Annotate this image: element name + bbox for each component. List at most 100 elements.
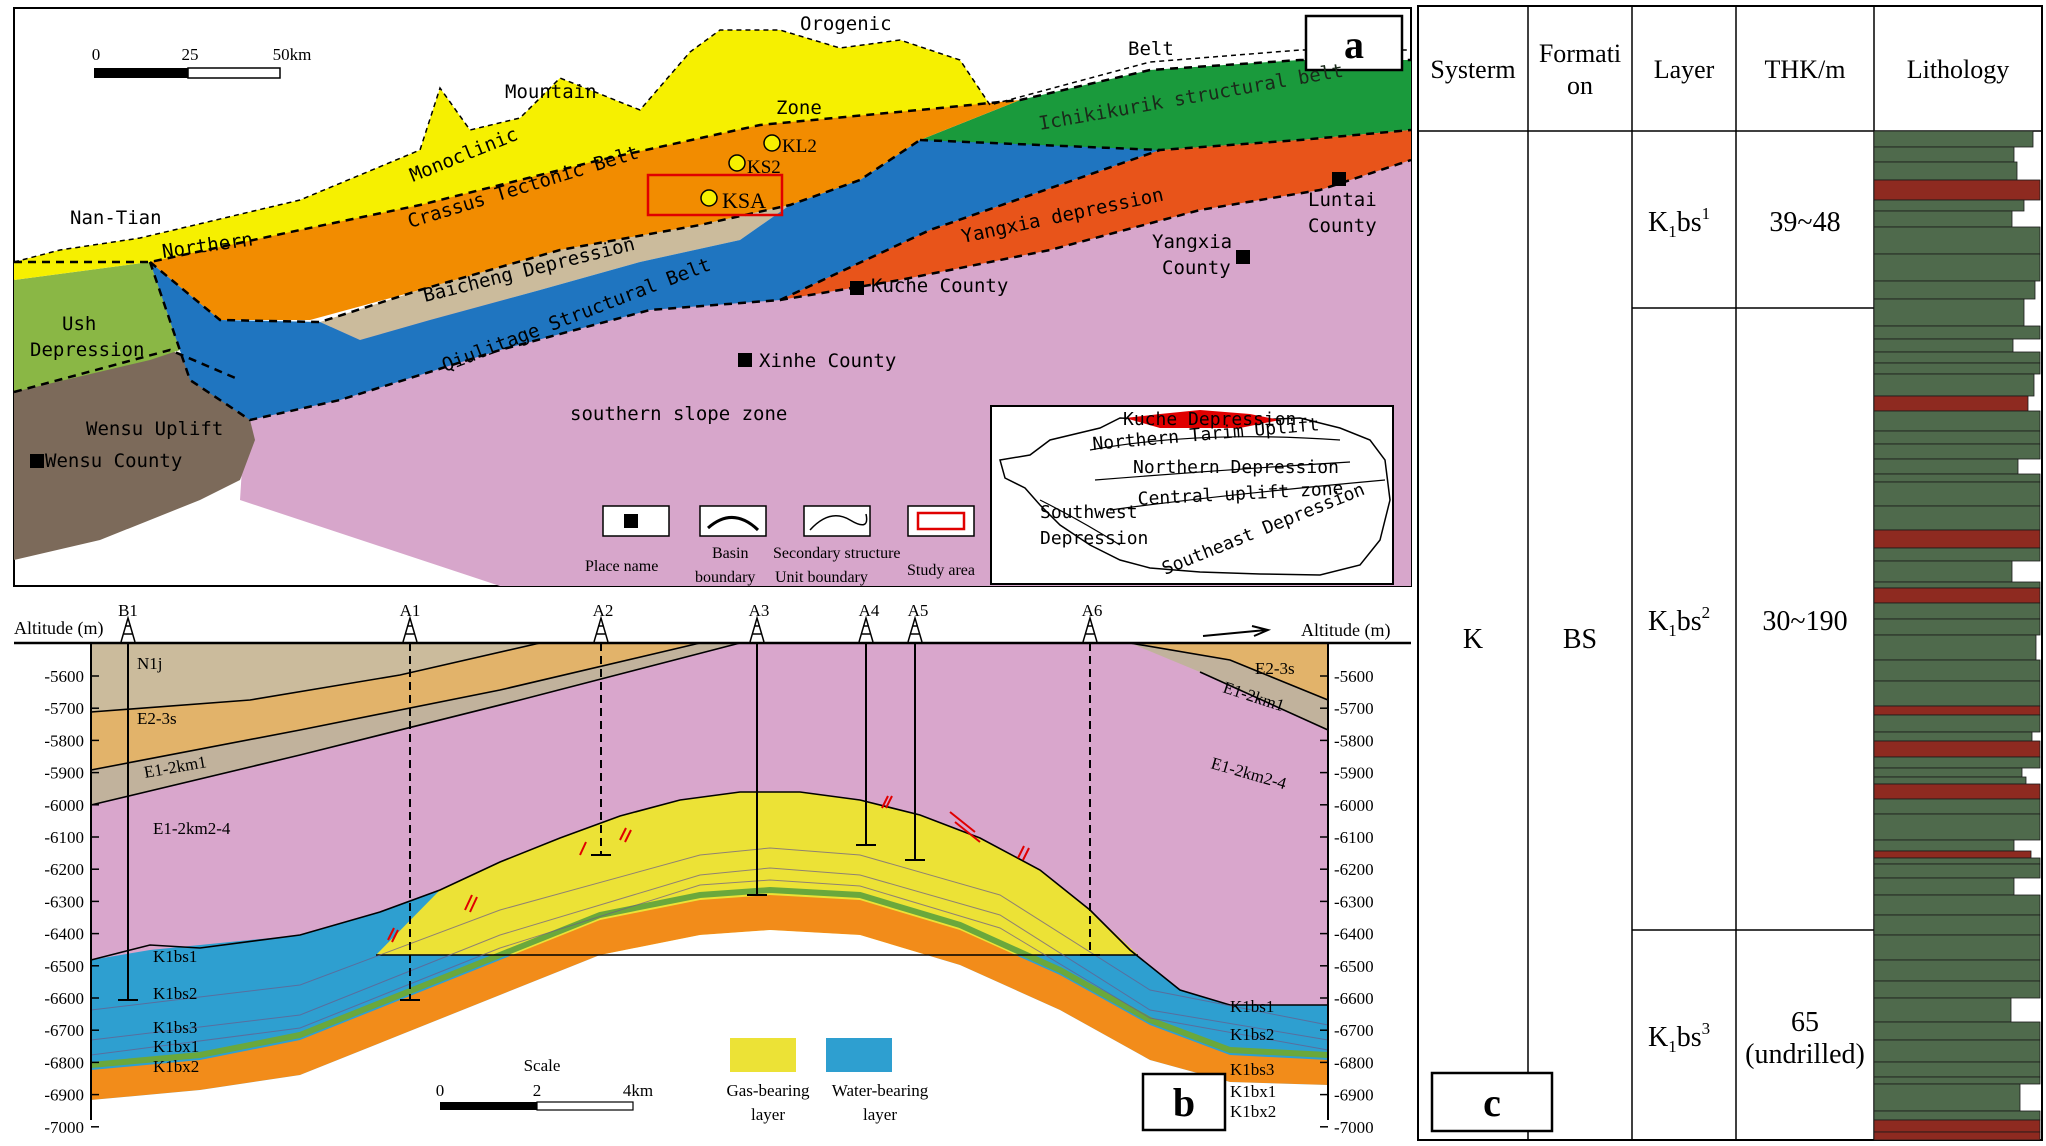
legend-basin-1: Basin: [712, 545, 748, 562]
section-wells: [118, 643, 1100, 1001]
lithology-bed-green: [1873, 280, 2036, 300]
well-label-b1: B1: [118, 601, 138, 620]
wensu-marker: [30, 454, 44, 468]
label-depression: Depression: [30, 339, 144, 361]
yangxia-depression-region: [780, 130, 1411, 300]
lithology-bed-green: [1873, 839, 2015, 852]
header-thk: THK/m: [1765, 55, 1846, 84]
lithology-bed-green: [1873, 373, 2035, 397]
thk-note-3: (undrilled): [1745, 1039, 1865, 1070]
y-tick-right: -6000: [1334, 796, 1374, 815]
well-ks2-marker: [728, 154, 746, 172]
lithology-bed-red: [1873, 740, 2041, 758]
y-tick-right: -5700: [1334, 699, 1374, 718]
map-legend: Place name Basin boundary Secondary stru…: [585, 505, 975, 586]
well-label-a1: A1: [400, 601, 421, 620]
lithology-bed-green: [1873, 253, 2041, 282]
lithology-bed-green: [1873, 634, 2037, 661]
label-belt: Belt: [1128, 38, 1174, 60]
column-thk-values: 39~48 30~190 65 (undrilled): [1745, 207, 1865, 1070]
y-tick-right: -5600: [1334, 667, 1374, 686]
section-panel: B1 A1 A2 A3 A4 A5 A6 Altitude (m) Altitu…: [14, 601, 1411, 1137]
unit-k1bs3-left: K1bs3: [153, 1018, 197, 1037]
lithology-bed-green: [1873, 1061, 2041, 1078]
ichikikurik-region: [920, 60, 1411, 170]
lithology-bed-green: [1873, 714, 2041, 733]
place-wensu: Wensu County: [45, 450, 182, 472]
baicheng-region: [320, 205, 790, 340]
lithology-bed-green: [1873, 798, 2041, 815]
lithology-bed-red: [1873, 850, 2032, 859]
inset-label-northern-depression: Northern Depression: [1133, 457, 1339, 478]
y-tick-left: -6000: [44, 796, 84, 815]
xinhe-marker: [738, 353, 752, 367]
lithology-column: [1873, 130, 2041, 1141]
scale-tick-50: 50km: [273, 45, 312, 64]
unit-e2-3s-right: E2-3s: [1255, 659, 1295, 678]
well-ksa-label: KSA: [722, 188, 766, 213]
unit-k1bx2-right: K1bx2: [1230, 1102, 1276, 1121]
lithology-bed-green: [1873, 857, 2041, 865]
column-panel: Systerm Formati on Layer THK/m Lithology…: [1417, 5, 2043, 1141]
column-layer-names: K1bs1 K1bs2 K1bs3: [1648, 204, 1710, 1056]
y-tick-left: -6400: [44, 925, 84, 944]
lithology-bed-red: [1873, 1119, 2041, 1133]
lithology-bed-red: [1873, 395, 2029, 412]
lithology-bed-green: [1873, 298, 2025, 327]
scale-tick-0: 0: [92, 45, 101, 64]
well-kl2-marker: [763, 134, 781, 152]
label-nan-tian: Nan-Tian: [70, 207, 162, 229]
lithology-bed-green: [1873, 1076, 2041, 1085]
y-tick-left: -5800: [44, 731, 84, 750]
mountain-region: [14, 30, 990, 280]
section-scale-0: 0: [436, 1081, 445, 1100]
y-tick-left: -5700: [44, 699, 84, 718]
column-formation-value: BS: [1563, 624, 1597, 655]
label-orogenic: Orogenic: [800, 13, 892, 35]
section-e2-3s-left: [91, 643, 700, 770]
inset-label-southwest-1: Southwest: [1040, 502, 1138, 523]
y-tick-right: -5800: [1334, 731, 1374, 750]
y-tick-left: -6900: [44, 1086, 84, 1105]
header-formation-1: Formati: [1539, 39, 1621, 68]
y-tick-left: -6500: [44, 957, 84, 976]
layer-name-3: K1bs3: [1648, 1019, 1710, 1056]
header-lithology: Lithology: [1907, 55, 2010, 84]
unit-k1bx1-right: K1bx1: [1230, 1082, 1276, 1101]
lithology-bed-red: [1873, 783, 2041, 800]
altitude-label-left: Altitude (m): [14, 618, 103, 639]
column-system-value: K: [1463, 624, 1483, 655]
place-luntai-county: County: [1308, 215, 1377, 237]
unit-k1bs2-left: K1bs2: [153, 984, 197, 1003]
y-tick-left: -6200: [44, 860, 84, 879]
well-label-a3: A3: [749, 601, 770, 620]
section-k1bx: [91, 895, 1328, 1100]
lithology-bed-green: [1873, 1083, 2021, 1112]
legend-secondary-2: Unit boundary: [775, 569, 868, 586]
crassus-belt-region: [150, 100, 1020, 320]
well-label-a2: A2: [593, 601, 614, 620]
legend-basin-2: boundary: [695, 569, 755, 586]
y-tick-right: -6900: [1334, 1086, 1374, 1105]
lithology-bed-red: [1873, 587, 2041, 604]
header-formation-2: on: [1567, 71, 1593, 100]
layer-name-1: K1bs1: [1648, 204, 1710, 241]
y-tick-right: -6300: [1334, 892, 1374, 911]
lithology-bed-green: [1873, 473, 2041, 483]
well-kl2-label: KL2: [782, 136, 817, 157]
well-ks2-label: KS2: [747, 157, 781, 178]
thk-value-2: 30~190: [1762, 606, 1847, 637]
y-tick-left: -5600: [44, 667, 84, 686]
section-e2-3s-right: [1130, 643, 1328, 700]
unit-e1-2km2-4-left: E1-2km2-4: [153, 819, 231, 838]
lithology-bed-green: [1873, 130, 2034, 148]
section-faults: [387, 795, 1030, 943]
section-well-labels: B1 A1 A2 A3 A4 A5 A6: [118, 601, 1102, 620]
column-headers: Systerm Formati on Layer THK/m Lithology: [1430, 39, 2009, 100]
legend-gas-2: layer: [751, 1105, 785, 1124]
unit-k1bs2-right: K1bs2: [1230, 1025, 1274, 1044]
unit-k1bs1-left: K1bs1: [153, 947, 197, 966]
lithology-bed-red: [1873, 705, 2041, 716]
lithology-bed-green: [1873, 680, 2041, 707]
unit-e2-3s-left: E2-3s: [137, 709, 177, 728]
